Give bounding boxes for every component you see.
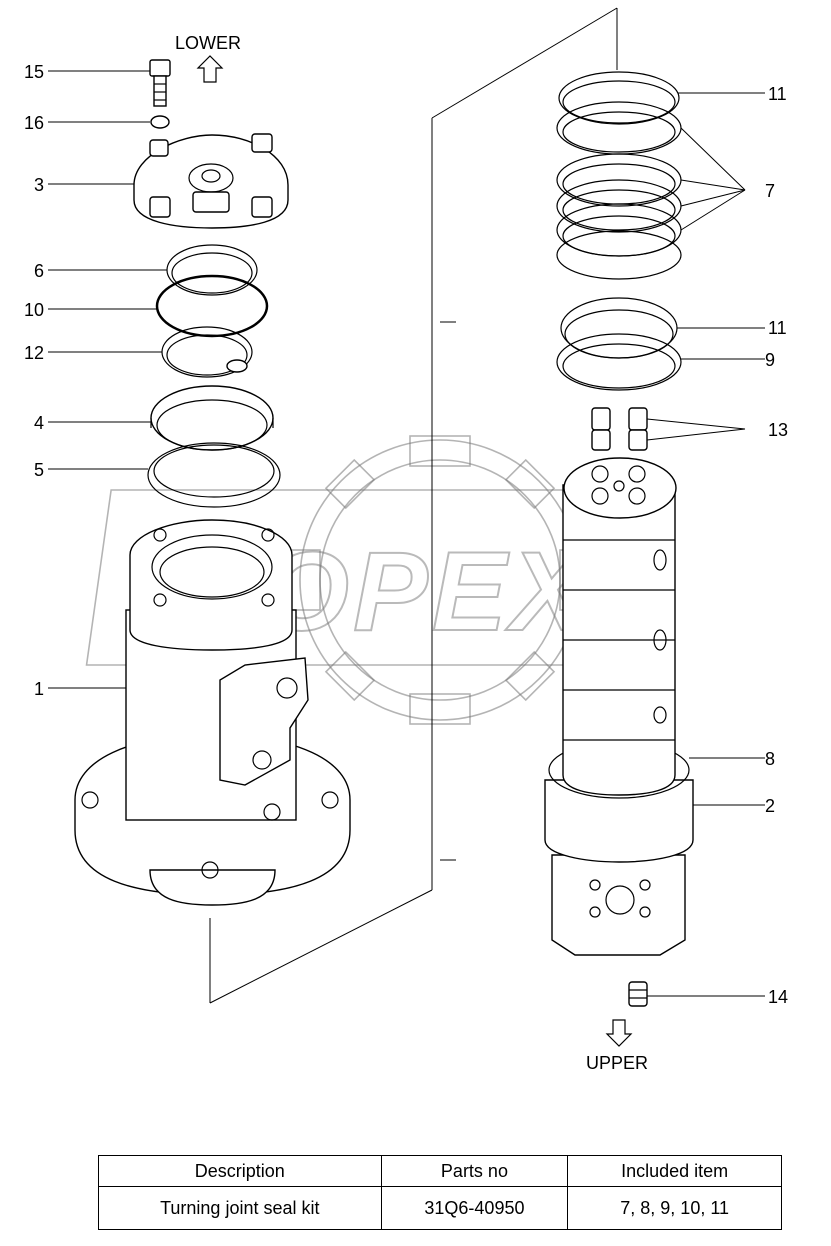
cell-description: Turning joint seal kit bbox=[98, 1186, 382, 1230]
callout-6: 6 bbox=[34, 261, 44, 281]
part-2-shaft bbox=[544, 457, 694, 956]
table-row: Turning joint seal kit 31Q6-40950 7, 8, … bbox=[98, 1186, 782, 1230]
lower-arrow-icon bbox=[196, 55, 224, 83]
part-10-o-ring bbox=[155, 274, 269, 338]
part-15-bolt bbox=[149, 59, 171, 107]
callout-12: 12 bbox=[24, 343, 44, 363]
part-14-plug bbox=[628, 981, 648, 1007]
part-13-plugs bbox=[591, 407, 648, 451]
callout-7: 7 bbox=[765, 181, 775, 201]
header-description: Description bbox=[98, 1155, 382, 1187]
lower-label: LOWER bbox=[175, 33, 241, 53]
header-parts-no: Parts no bbox=[380, 1155, 569, 1187]
callout-3: 3 bbox=[34, 175, 44, 195]
seal-kit-table: Description Parts no Included item Turni… bbox=[98, 1155, 782, 1230]
part-1-housing bbox=[74, 519, 351, 906]
watermark-text: OPEX bbox=[262, 529, 592, 654]
callout-8: 8 bbox=[765, 749, 775, 769]
callout-10: 10 bbox=[24, 300, 44, 320]
part-16-washer bbox=[150, 115, 170, 129]
callout-9: 9 bbox=[765, 350, 775, 370]
upper-arrow-icon bbox=[605, 1019, 633, 1047]
callout-11-bottom: 11 bbox=[768, 318, 787, 338]
part-7-seal-stack bbox=[556, 71, 682, 280]
callout-2: 2 bbox=[765, 796, 775, 816]
callout-14: 14 bbox=[768, 987, 788, 1007]
header-included-item: Included item bbox=[567, 1155, 782, 1187]
table-header-row: Description Parts no Included item bbox=[98, 1155, 782, 1187]
callout-13: 13 bbox=[768, 420, 788, 440]
upper-label: UPPER bbox=[586, 1053, 648, 1073]
cell-included-item: 7, 8, 9, 10, 11 bbox=[567, 1186, 782, 1230]
cell-parts-no: 31Q6-40950 bbox=[380, 1186, 569, 1230]
callout-5: 5 bbox=[34, 460, 44, 480]
part-6-ring bbox=[166, 244, 258, 296]
callout-1: 1 bbox=[34, 679, 44, 699]
part-11-9-rings bbox=[556, 297, 682, 391]
callout-15: 15 bbox=[24, 62, 44, 82]
callout-4: 4 bbox=[34, 413, 44, 433]
part-4-ring bbox=[150, 385, 274, 451]
part-5-washer bbox=[147, 442, 281, 508]
callout-16: 16 bbox=[24, 113, 44, 133]
part-3-cover bbox=[133, 133, 289, 229]
callout-11-top: 11 bbox=[768, 84, 787, 104]
part-12-retaining-ring bbox=[161, 326, 253, 378]
